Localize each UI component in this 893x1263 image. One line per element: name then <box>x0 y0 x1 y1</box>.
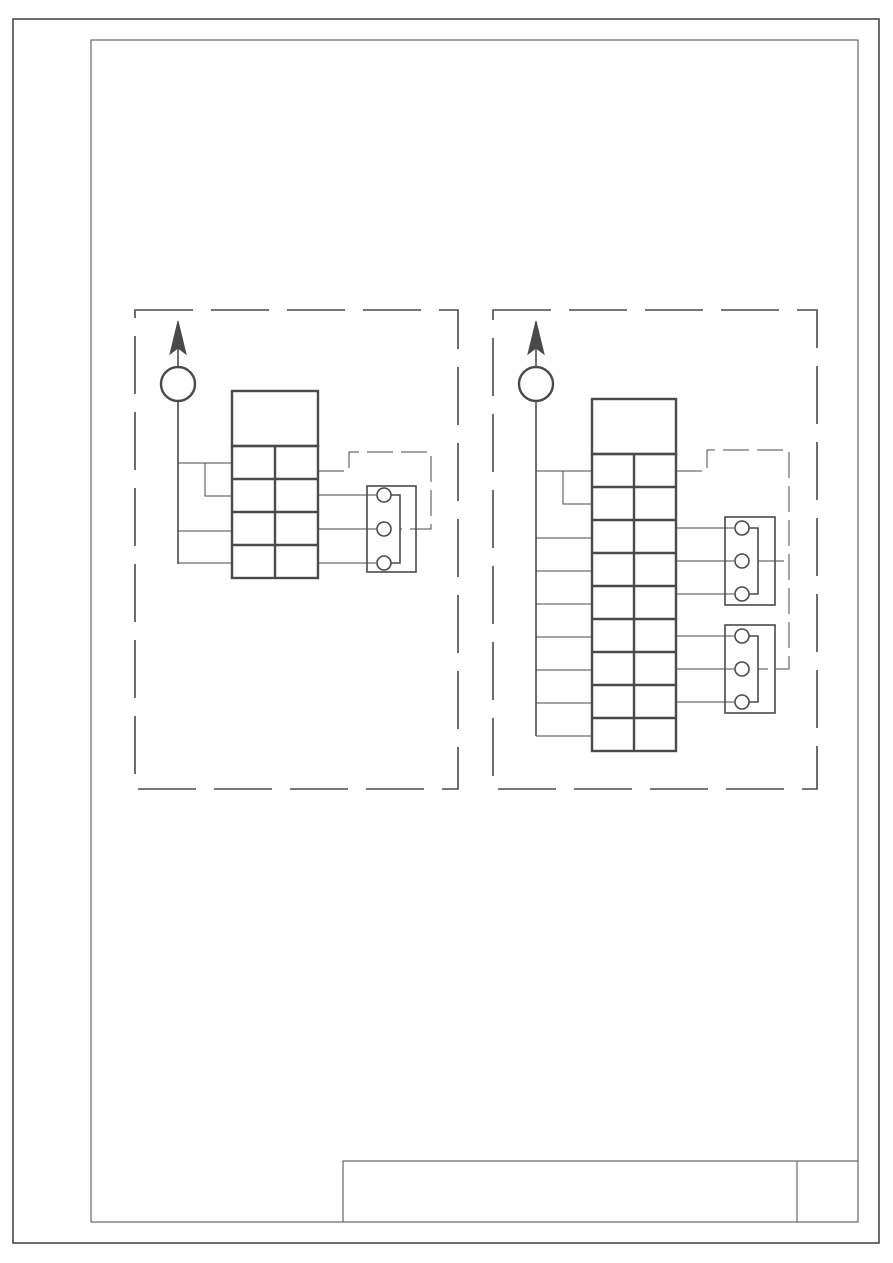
terminal-block-header <box>230 389 320 448</box>
terminal-circle <box>376 521 392 537</box>
jumper-line <box>749 635 759 703</box>
terminal-group-left <box>366 485 417 573</box>
terminal-block-header <box>590 397 678 456</box>
enclosure-left <box>134 309 459 790</box>
title-block <box>342 1160 859 1223</box>
terminal-group-frame <box>366 485 417 573</box>
branch-left-2 <box>204 463 232 497</box>
arrow-up-icon <box>169 320 187 356</box>
terminal-circle <box>734 628 750 644</box>
enclosure-right <box>492 309 818 790</box>
terminal-circle <box>734 694 750 710</box>
title-block-frame <box>342 1160 859 1223</box>
terminal-circle <box>734 520 750 536</box>
terminal-group-frame <box>724 516 776 606</box>
terminal-circle <box>376 487 392 503</box>
arrow-up-icon <box>527 320 545 356</box>
branch-right <box>562 471 592 505</box>
terminal-group-right-upper <box>724 516 776 606</box>
device-circle-left <box>159 365 197 403</box>
terminal-block-right <box>590 397 678 753</box>
diagram-right <box>492 309 818 790</box>
terminal-group-frame <box>724 624 776 714</box>
terminal-circle <box>734 586 750 602</box>
terminal-circle <box>734 661 750 677</box>
diagram-left <box>134 309 459 790</box>
terminal-circle <box>376 555 392 571</box>
dashed-link-right <box>676 449 790 670</box>
dashed-link-left <box>318 451 432 530</box>
jumper-line <box>391 494 401 564</box>
drawing-frame <box>90 39 859 1223</box>
device-circle-right <box>517 365 555 403</box>
outer-border <box>12 18 880 1244</box>
terminal-group-right-lower <box>724 624 776 714</box>
terminal-block-left <box>230 389 320 580</box>
jumper-line <box>749 527 759 595</box>
terminal-circle <box>734 553 750 569</box>
